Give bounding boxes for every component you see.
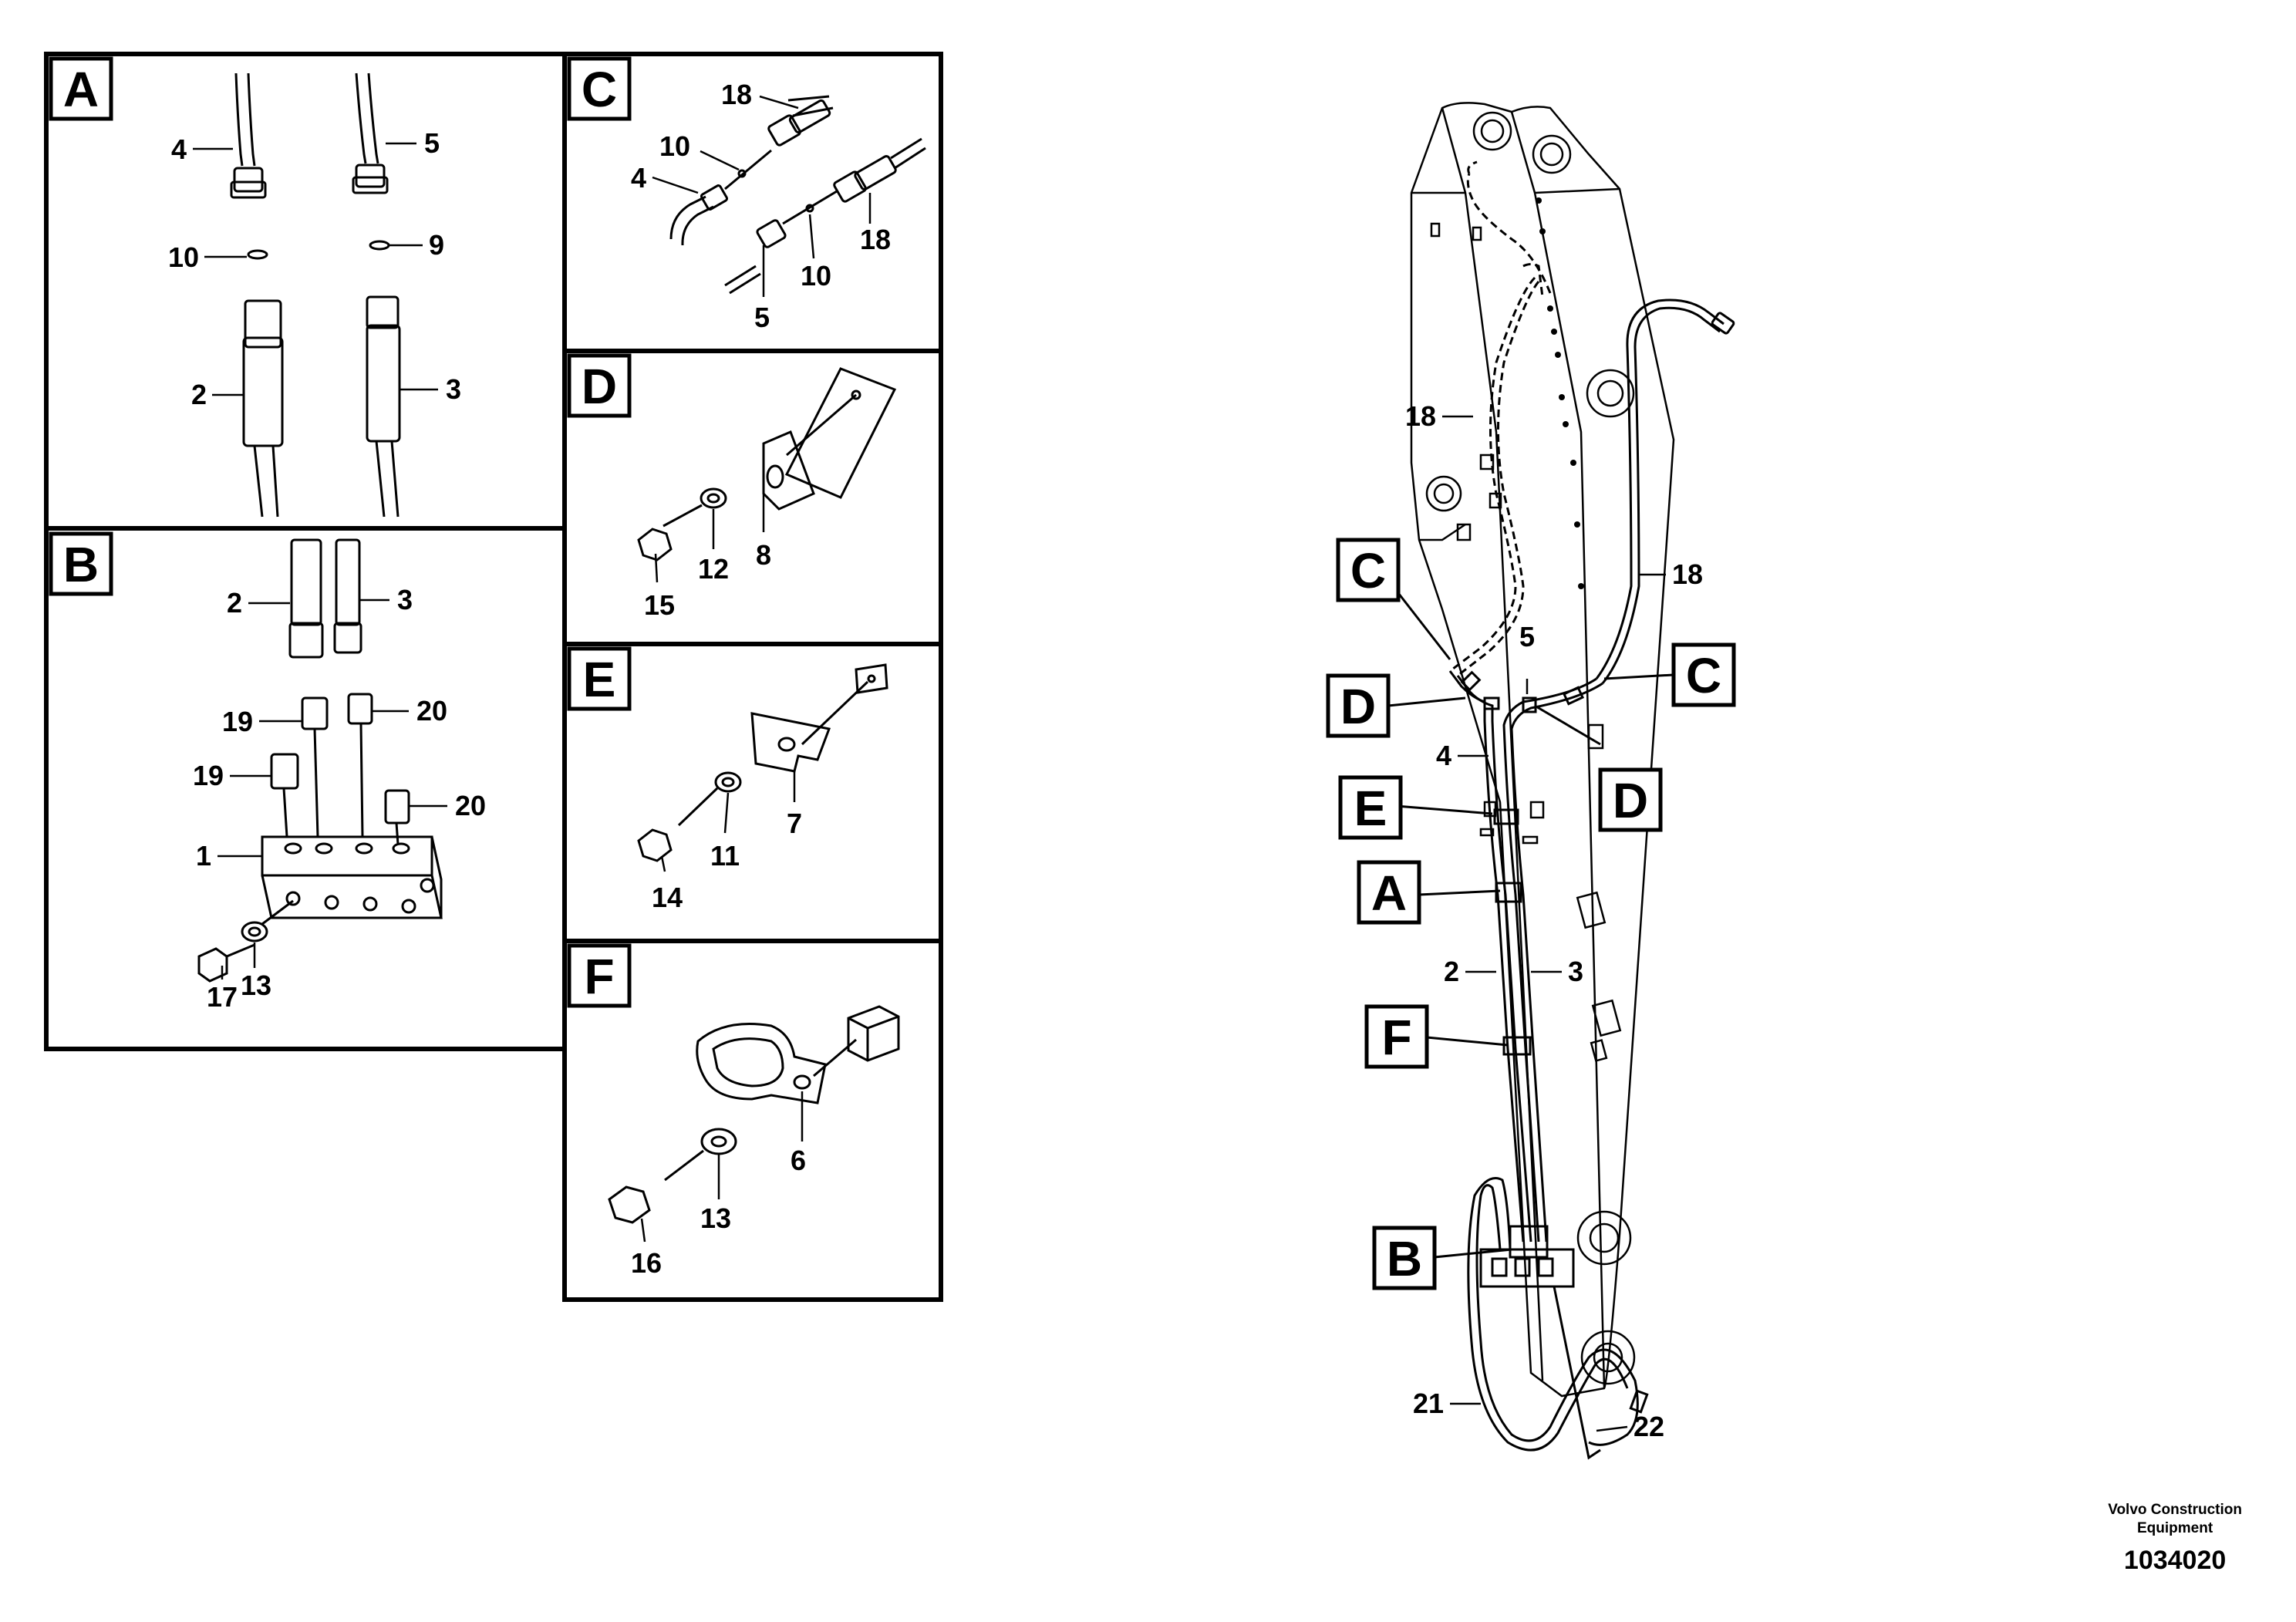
label: 18 [1672, 558, 1703, 590]
callout-letter: F [1381, 1010, 1411, 1065]
label: 5 [754, 302, 770, 333]
label: 2 [191, 379, 207, 410]
label: 19 [222, 706, 253, 737]
label: 14 [652, 882, 683, 913]
panel-c-letter: C [582, 62, 617, 117]
label: 10 [659, 130, 690, 162]
boom-assembly: C D E A F B C D 18 18 5 4 2 3 21 22 [1326, 102, 1736, 1460]
panel-c: C 18 [562, 52, 943, 353]
document-number: 1034020 [2123, 1546, 2227, 1575]
label: 2 [1444, 956, 1459, 987]
panel-f-letter: F [584, 949, 614, 1004]
label: 17 [207, 981, 238, 1013]
callout-letter: D [1613, 773, 1648, 828]
label: 6 [791, 1145, 806, 1176]
label: 8 [756, 539, 771, 571]
callout-letter: E [1354, 781, 1387, 836]
panel-b: B [44, 526, 567, 1051]
panel-d: D 15 12 8 [562, 349, 943, 646]
label: 2 [227, 587, 242, 619]
label: 1 [196, 840, 211, 872]
panel-a: A [44, 52, 567, 531]
label: 13 [700, 1202, 731, 1234]
callout-letter: C [1686, 648, 1721, 703]
panel-a-letter: A [63, 62, 99, 117]
label: 5 [424, 127, 440, 159]
label: 3 [1568, 956, 1583, 987]
callout-letter: B [1387, 1231, 1422, 1286]
label: 3 [446, 373, 461, 405]
label: 4 [171, 133, 187, 165]
panel-e: E 14 11 7 [562, 642, 943, 943]
label: 13 [241, 969, 271, 1001]
panel-f: F 16 13 6 [562, 939, 943, 1302]
footer: Volvo Construction Equipment 1034020 [2108, 1501, 2242, 1576]
label: 7 [787, 808, 802, 839]
label: 22 [1633, 1411, 1664, 1442]
brand-line-1: Volvo Construction [2108, 1502, 2242, 1518]
callout-letter: C [1350, 543, 1386, 599]
label: 9 [429, 229, 444, 261]
panel-d-letter: D [582, 359, 617, 414]
label: 10 [801, 260, 831, 292]
callout-letter: D [1340, 679, 1376, 734]
label: 3 [397, 584, 413, 615]
label: 4 [1436, 740, 1451, 771]
label: 16 [631, 1247, 662, 1279]
label: 18 [1405, 400, 1436, 432]
brand-line-2: Equipment [2137, 1520, 2213, 1536]
label: 4 [631, 162, 646, 194]
label: 15 [644, 589, 675, 621]
label: 18 [860, 224, 891, 255]
panel-b-letter: B [63, 537, 99, 592]
panel-e-letter: E [583, 652, 616, 707]
label: 10 [168, 241, 199, 273]
label: 19 [193, 760, 224, 791]
label: 20 [455, 790, 486, 821]
label: 12 [698, 553, 729, 585]
label: 11 [710, 840, 740, 872]
label: 21 [1413, 1388, 1444, 1419]
callout-letter: A [1371, 865, 1407, 921]
label: 20 [416, 695, 447, 727]
label: 5 [1519, 621, 1535, 653]
label: 18 [721, 79, 752, 110]
